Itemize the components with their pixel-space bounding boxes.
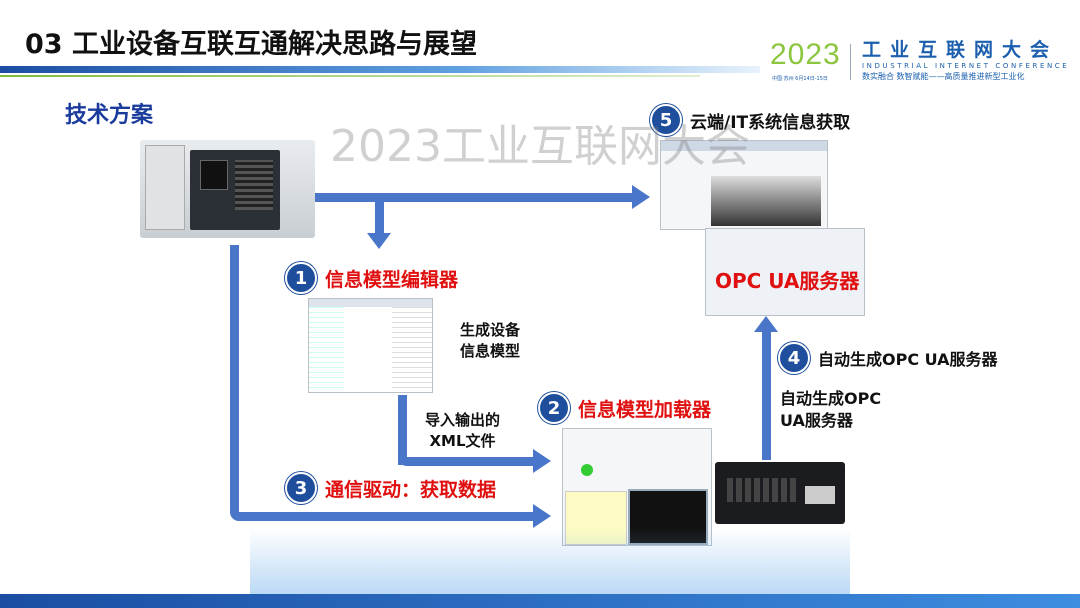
step-number: 3	[285, 472, 317, 504]
step-label: 云端/IT系统信息获取	[690, 112, 851, 133]
city-skyline-decoration	[250, 528, 850, 594]
step-number: 2	[538, 392, 570, 424]
step-label: 信息模型编辑器	[325, 268, 459, 291]
arrowhead-icon	[632, 185, 650, 209]
opcua-server-label: OPC UA服务器	[715, 269, 860, 293]
title-underline-green	[0, 75, 700, 77]
step-number: 1	[285, 262, 317, 294]
cloud-screenshot	[660, 140, 828, 230]
logo-divider	[850, 44, 851, 80]
arrow-editor-to-loader	[398, 395, 407, 465]
arrow-machine-to-cloud	[315, 193, 635, 202]
editor-screenshot	[308, 298, 433, 393]
opcua-server-screenshot	[705, 228, 865, 316]
step-1: 1 信息模型编辑器	[285, 262, 458, 294]
watermark: 2023工业互联网大会	[330, 121, 750, 172]
step-4: 4 自动生成OPC UA服务器	[778, 342, 998, 374]
step-5: 5 云端/IT系统信息获取	[650, 104, 850, 136]
step-3: 3 通信驱动：获取数据	[285, 472, 496, 504]
note-generate-model: 生成设备 信息模型	[460, 321, 521, 360]
logo-slogan: 数实融合 数智赋能——高质量推进新型工业化	[862, 72, 1025, 81]
step-4-line-1: 自动生成OPC	[780, 389, 882, 408]
step-number: 4	[778, 342, 810, 374]
arrow-to-editor	[375, 193, 384, 235]
logo-year: 2023	[770, 38, 841, 71]
title-underline	[0, 66, 760, 73]
arrow-editor-to-loader-h	[398, 457, 535, 466]
note-import-xml: 导入输出的 XML文件	[425, 411, 501, 450]
slide-title: 03 工业设备互联互通解决思路与展望	[25, 29, 477, 60]
gateway-device-image	[715, 462, 845, 524]
footer-bar	[0, 594, 1080, 608]
step-number: 5	[650, 104, 682, 136]
step-4-label: 自动生成OPC UA服务器	[780, 388, 881, 432]
step-label: 通信驱动：获取数据	[325, 478, 497, 501]
logo-en: INDUSTRIAL INTERNET CONFERENCE	[862, 62, 1070, 70]
arrow-gateway-to-server	[762, 330, 771, 460]
arrow-machine-to-driver-h	[230, 512, 535, 521]
step-4-full-label: 自动生成OPC UA服务器	[818, 350, 998, 369]
section-heading: 技术方案	[65, 103, 154, 128]
arrowhead-icon	[533, 504, 551, 528]
logo-cn: 工业互联网大会	[862, 39, 1059, 61]
logo-location: 中国·苏州 6月14日-15日	[772, 76, 828, 82]
arrowhead-icon	[754, 316, 778, 332]
arrow-machine-to-driver	[230, 245, 239, 520]
cnc-machine-image	[140, 140, 315, 238]
arrowhead-icon	[367, 233, 391, 249]
arrowhead-icon	[533, 449, 551, 473]
step-2: 2 信息模型加载器	[538, 392, 711, 424]
step-4-line-2: UA服务器	[780, 411, 853, 430]
step-label: 信息模型加载器	[578, 398, 712, 421]
